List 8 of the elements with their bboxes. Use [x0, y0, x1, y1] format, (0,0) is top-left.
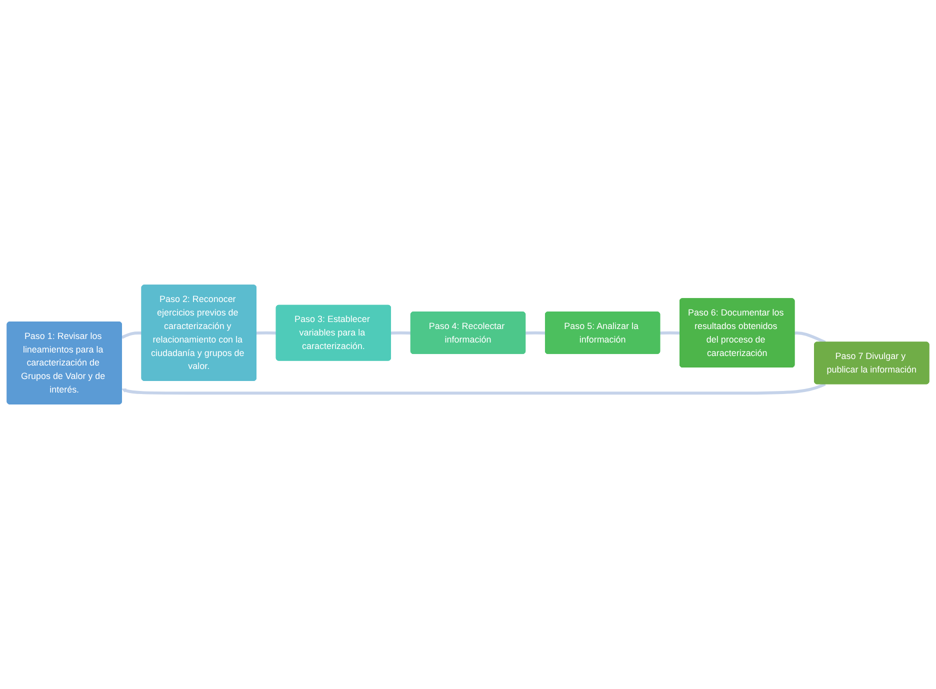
connector [390, 331, 411, 335]
connector [526, 331, 546, 335]
connector [794, 331, 826, 344]
cycle-diagram: Paso 1: Revisar los lineamientos para la caracterización de Grupos de Valor y de interés. Paso 2: Reconocer ejercicios previos de caracterización y relacionamiento con la ciudadanía y grupos de valor. Paso 3: Establecer variables para la caracterización. Paso 4: Recolectar información Paso 5: Analizar la información Paso 6: Documentar los resultados obtenidos del proceso de caracterización Paso 7 Divulgar y publicar la información [3, 280, 933, 408]
connector [121, 331, 142, 339]
arrow [122, 382, 826, 395]
connector [660, 331, 680, 335]
connector [256, 331, 276, 335]
